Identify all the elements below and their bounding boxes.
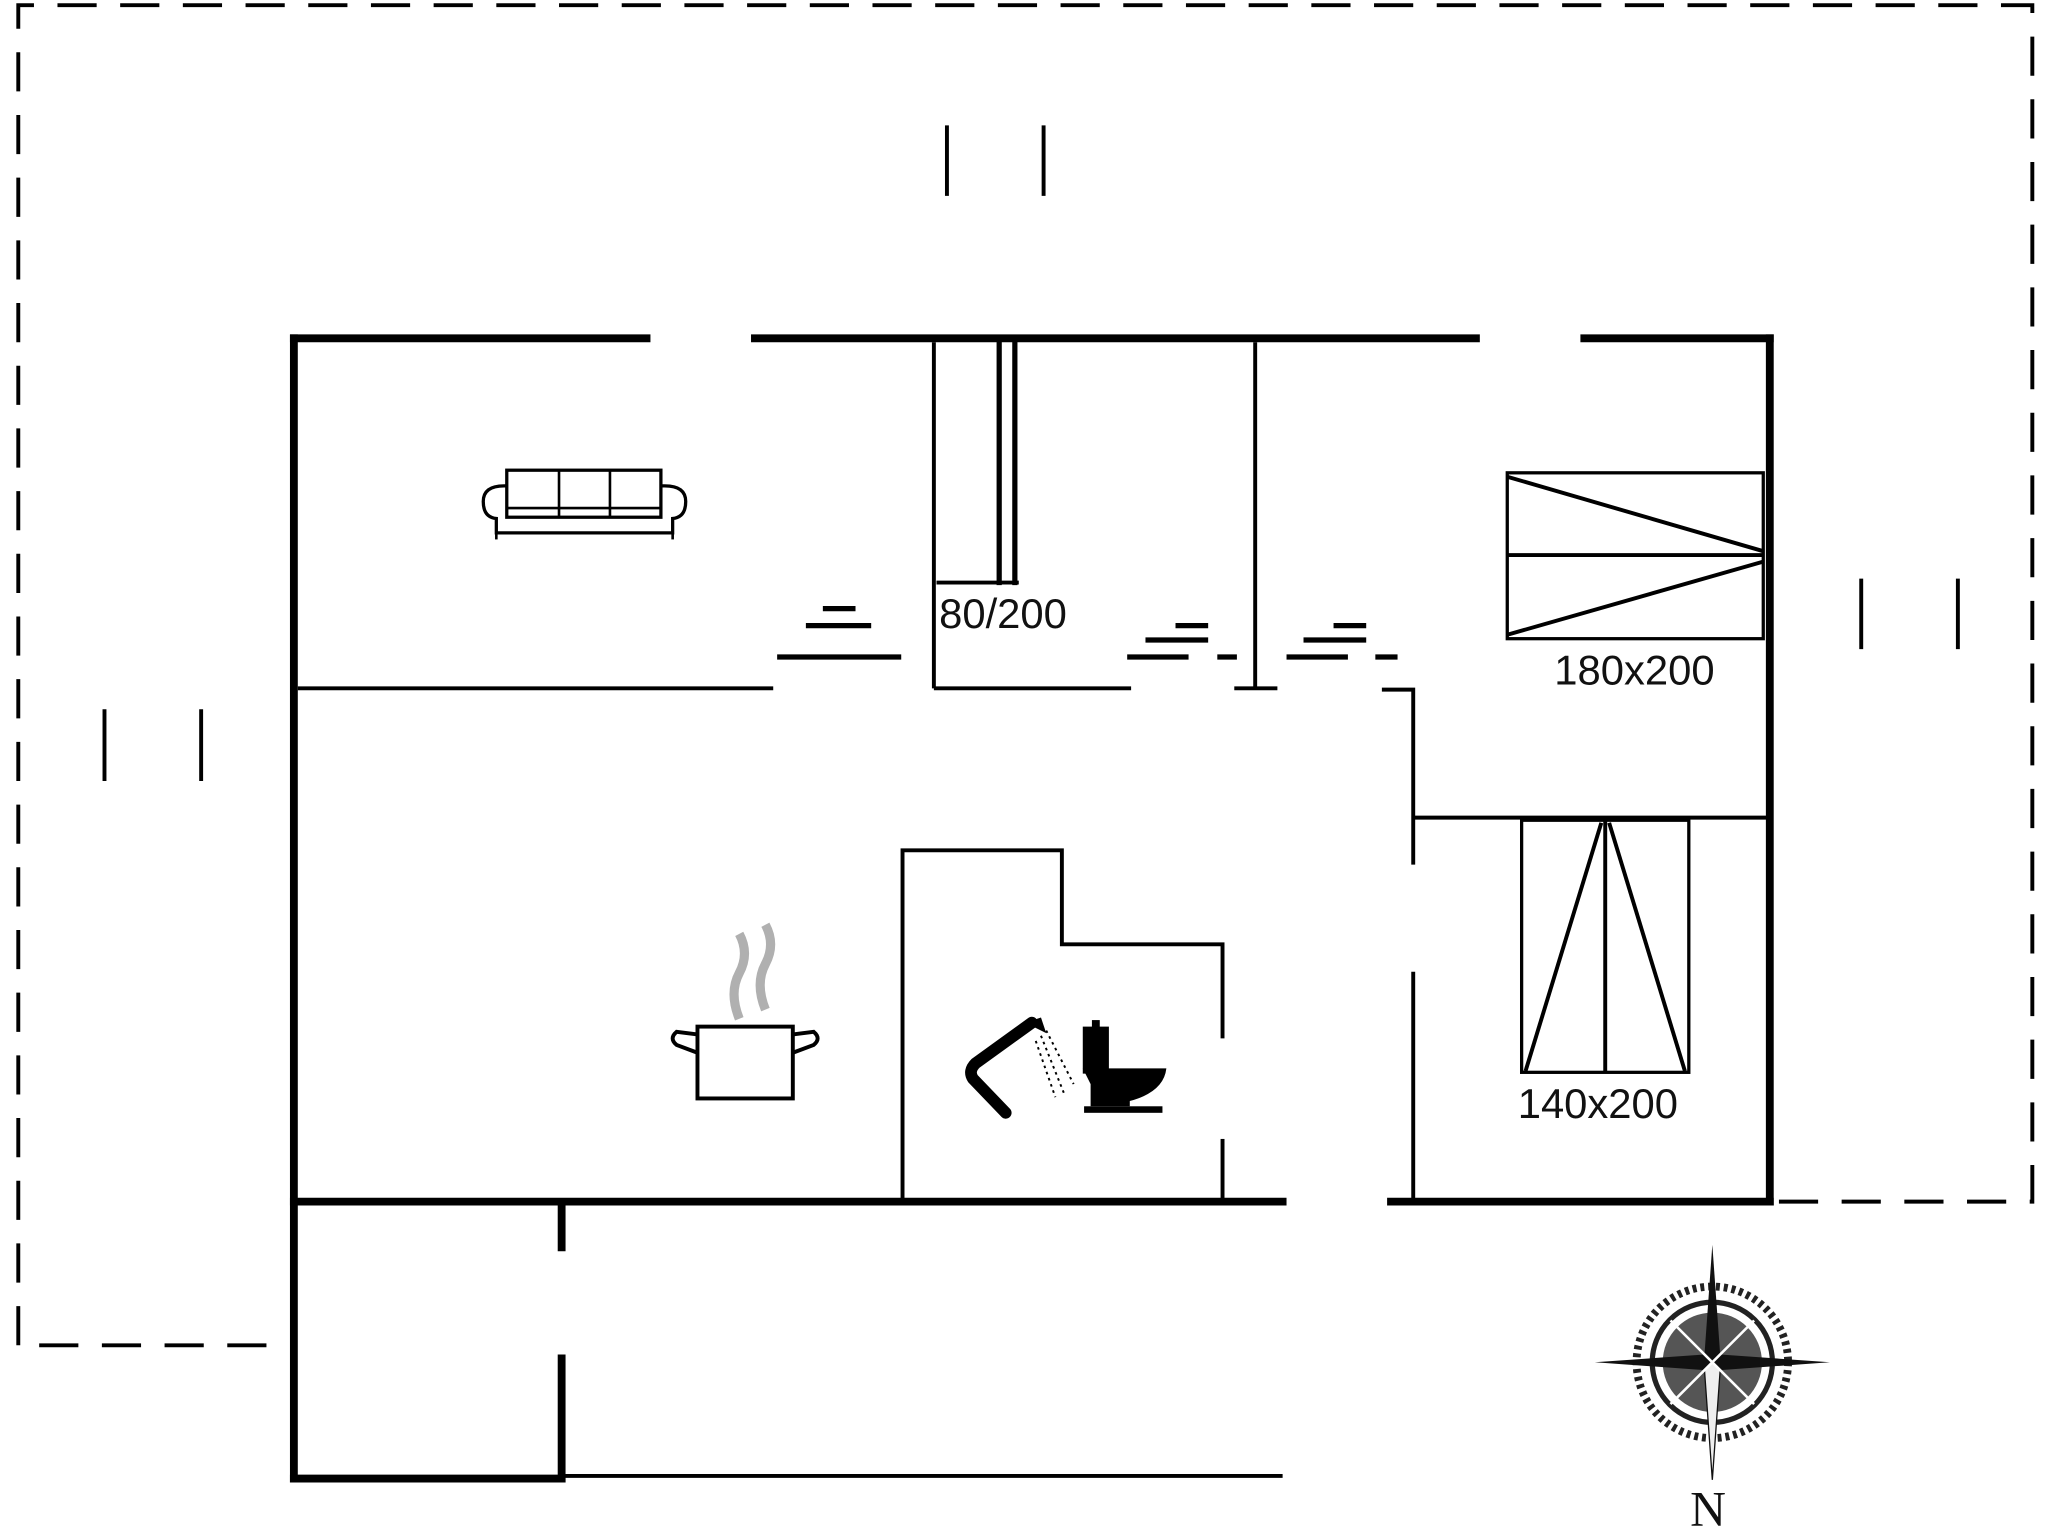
bed-140x200 — [1520, 818, 1691, 1074]
cooking-pot-icon — [670, 922, 820, 1101]
bed-size-label: 80/200 — [939, 590, 1067, 637]
terrace-markers — [102, 125, 1960, 782]
sofa-icon — [481, 468, 688, 540]
north-label: N — [1690, 1482, 1726, 1536]
toilet-icon — [1082, 1020, 1167, 1113]
compass-rose-icon — [1594, 1244, 1830, 1480]
property-boundary — [16, 3, 2035, 1348]
exterior-walls — [289, 334, 1774, 1483]
shower-icon — [965, 1016, 1075, 1119]
bed-180x200 — [1505, 471, 1765, 641]
bed-size-label: 180x200 — [1554, 646, 1714, 693]
bed-size-label: 140x200 — [1518, 1080, 1678, 1127]
interior-walls — [297, 339, 1768, 1200]
steps — [777, 606, 1398, 660]
